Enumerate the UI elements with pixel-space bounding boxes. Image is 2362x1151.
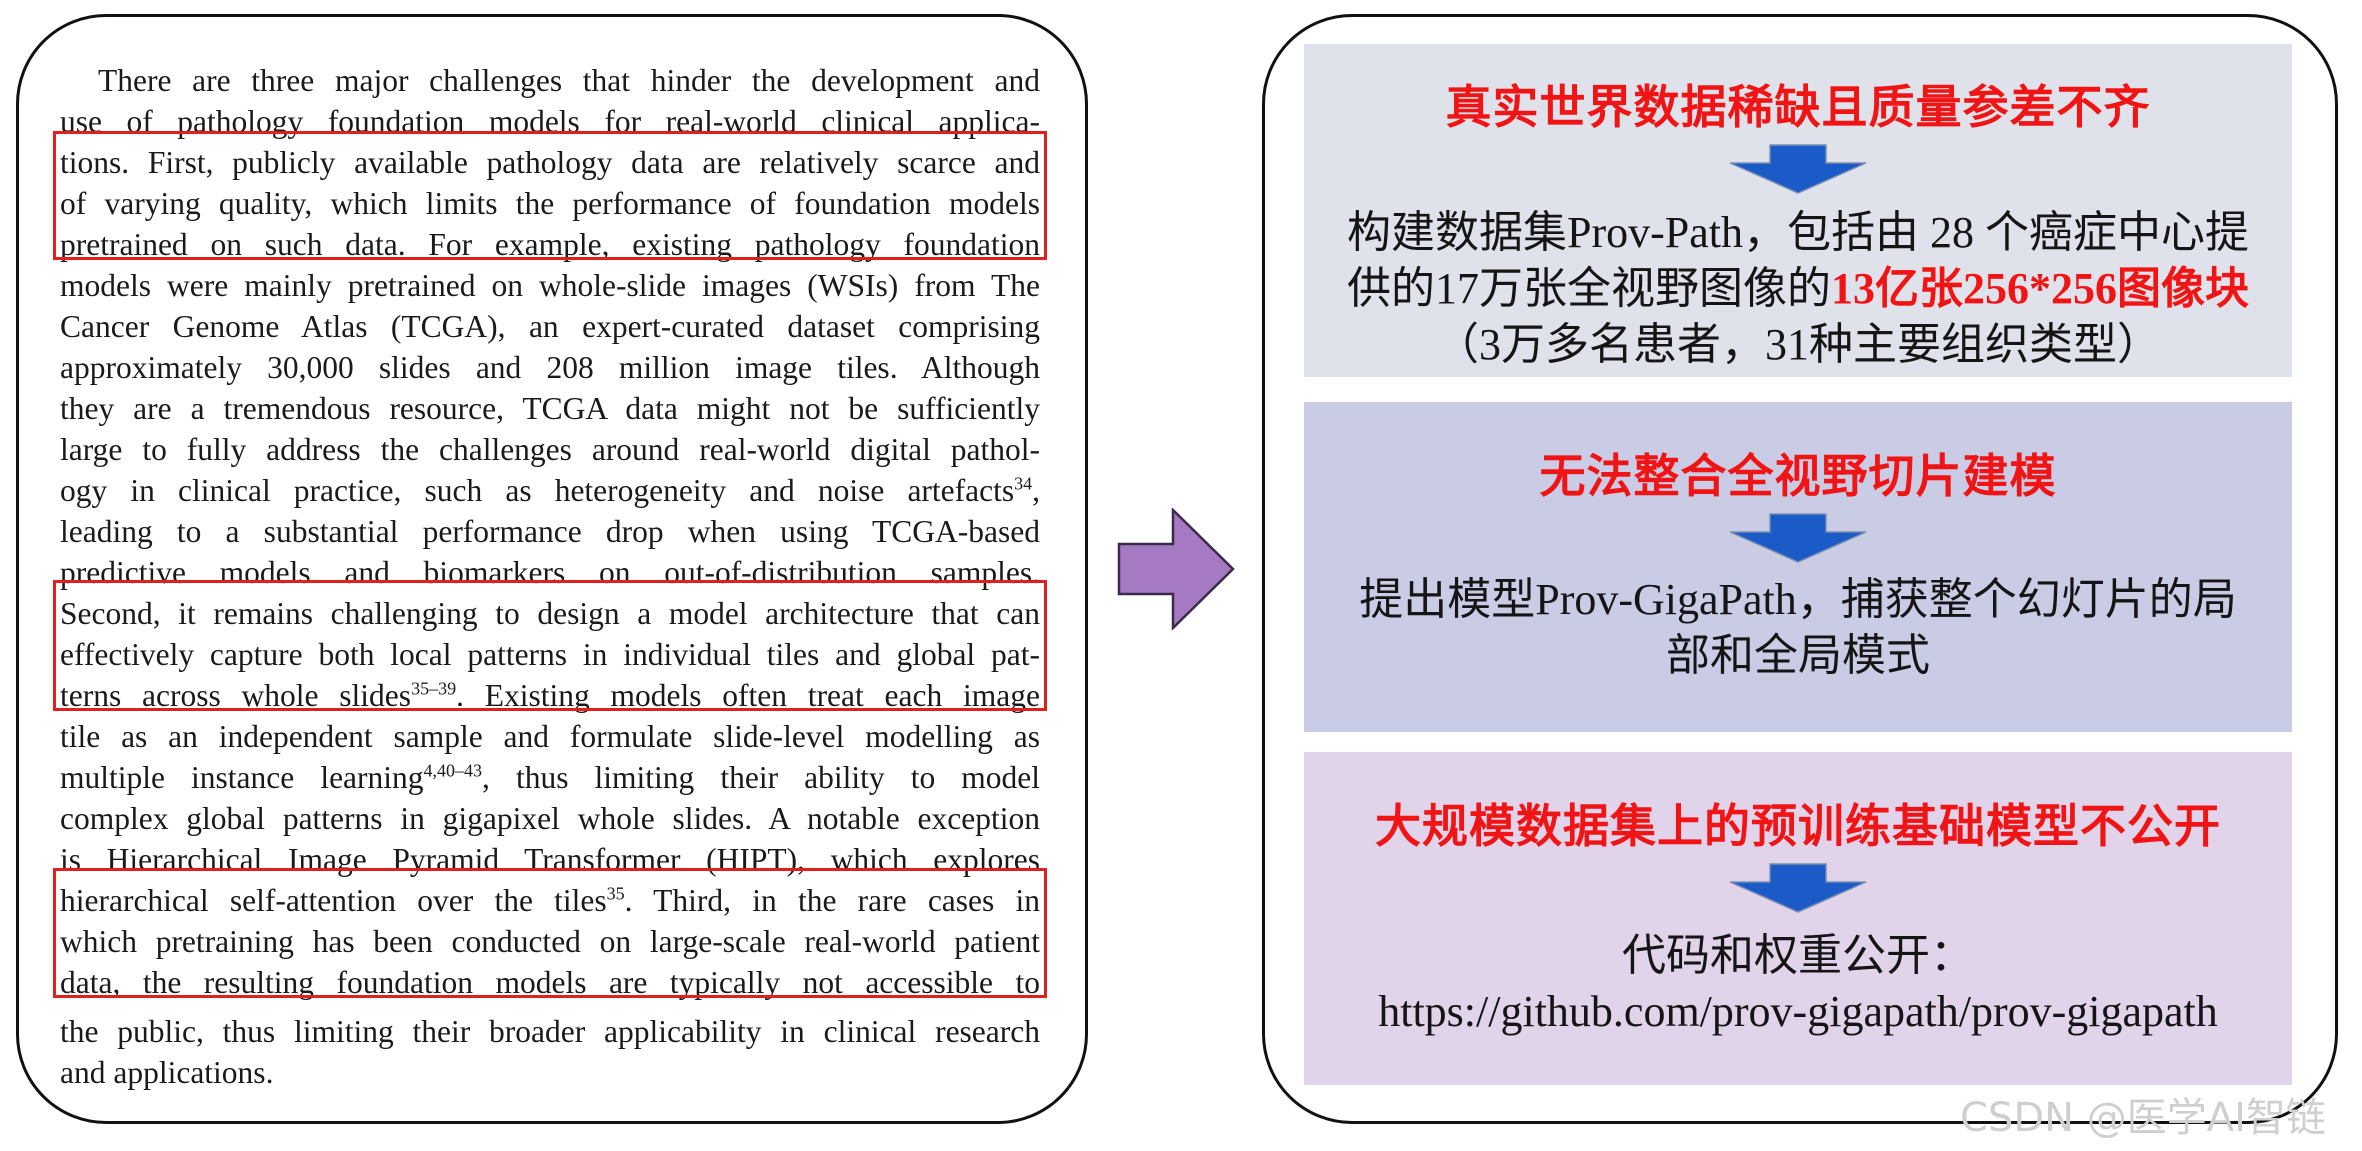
- text-line: pretrained on such data. For example, ex…: [60, 227, 1040, 262]
- text-line: models were mainly pretrained on whole-s…: [60, 268, 1040, 303]
- text-line: is Hierarchical Image Pyramid Transforme…: [60, 842, 1040, 877]
- citation-ref: 4,40–43: [423, 760, 483, 781]
- summary-panel: [1262, 14, 2338, 1124]
- text-segment: multiple instance learning: [60, 760, 424, 795]
- text-line: hierarchical self-attention over the til…: [60, 880, 1040, 921]
- text-line: tile as an independent sample and formul…: [60, 719, 1040, 754]
- text-line: of varying quality, which limits the per…: [60, 186, 1040, 221]
- challenge-box-architecture: 无法整合全视野切片建模 提出模型Prov-GigaPath，捕获整个幻灯片的局 …: [1304, 402, 2292, 732]
- solution-line: （3万多名患者，31种主要组织类型）: [1435, 320, 2161, 369]
- challenge-heading: 真实世界数据稀缺且质量参差不齐: [1445, 80, 2151, 134]
- source-text-panel: [16, 14, 1088, 1124]
- solution-line: 构建数据集Prov-Path，包括由 28 个癌症中心提: [1347, 208, 2249, 257]
- text-line: which pretraining has been conducted on …: [60, 924, 1040, 959]
- text-line: large to fully address the challenges ar…: [60, 432, 1040, 467]
- text-line: ogy in clinical practice, such as hetero…: [60, 470, 1040, 511]
- text-segment: . Existing models often treat each image: [456, 678, 1041, 713]
- solution-line: 提出模型Prov-GigaPath，捕获整个幻灯片的局: [1359, 575, 2237, 624]
- text-line: and applications.: [60, 1055, 274, 1090]
- citation-ref: 34: [1014, 473, 1033, 494]
- watermark: CSDN @医学AI智链: [1960, 1095, 2326, 1141]
- text-line: Second, it remains challenging to design…: [60, 596, 1040, 631]
- text-line: leading to a substantial performance dro…: [60, 514, 1040, 549]
- text-line: Cancer Genome Atlas (TCGA), an expert-cu…: [60, 309, 1040, 344]
- text-line: data, the resulting foundation models ar…: [60, 965, 1040, 1000]
- solution-text: 构建数据集Prov-Path，包括由 28 个癌症中心提 供的17万张全视野图像…: [1304, 205, 2292, 373]
- citation-ref: 35–39: [411, 678, 457, 699]
- text-line: the public, thus limiting their broader …: [60, 1014, 1040, 1049]
- repo-link[interactable]: https://github.com/prov-gigapath/prov-gi…: [1378, 987, 2218, 1036]
- challenge-box-data: 真实世界数据稀缺且质量参差不齐 构建数据集Prov-Path，包括由 28 个癌…: [1304, 44, 2292, 377]
- challenge-box-access: 大规模数据集上的预训练基础模型不公开 代码和权重公开： https://gith…: [1304, 752, 2292, 1085]
- solution-line: 供的17万张全视野图像的13亿张256*256图像块: [1304, 261, 2292, 317]
- highlight-box-challenge-3: [53, 868, 1047, 998]
- challenge-heading: 无法整合全视野切片建模: [1539, 449, 2057, 503]
- text-segment: terns across whole slides: [60, 678, 412, 713]
- solution-segment: 供的17万张全视野图像的: [1347, 264, 1831, 313]
- text-segment: , thus limiting their ability to model: [482, 760, 1040, 795]
- down-arrow-icon: [1729, 863, 1867, 913]
- right-arrow-icon: [1117, 508, 1235, 630]
- text-line: approximately 30,000 slides and 208 mill…: [60, 350, 1040, 385]
- highlight-box-challenge-2: [53, 580, 1047, 711]
- text-segment: ,: [1032, 473, 1040, 508]
- challenge-heading: 大规模数据集上的预训练基础模型不公开: [1375, 799, 2221, 853]
- solution-line: 部和全局模式: [1666, 631, 1930, 680]
- text-segment: ogy in clinical practice, such as hetero…: [60, 473, 1015, 508]
- text-line: effectively capture both local patterns …: [60, 637, 1040, 672]
- highlight-number: 13亿张256*256图像块: [1831, 264, 2249, 313]
- solution-line: 代码和权重公开：: [1622, 931, 1974, 980]
- highlight-box-challenge-1: [53, 131, 1047, 260]
- citation-ref: 35: [606, 883, 625, 904]
- solution-text: 代码和权重公开： https://github.com/prov-gigapat…: [1304, 928, 2292, 1040]
- solution-text: 提出模型Prov-GigaPath，捕获整个幻灯片的局 部和全局模式: [1304, 572, 2292, 684]
- text-line: they are a tremendous resource, TCGA dat…: [60, 391, 1040, 426]
- text-line: predictive models and biomarkers on out-…: [60, 555, 1040, 590]
- down-arrow-icon: [1729, 513, 1867, 563]
- text-line: complex global patterns in gigapixel who…: [60, 801, 1040, 836]
- text-segment: hierarchical self-attention over the til…: [60, 883, 607, 918]
- down-arrow-icon: [1729, 144, 1867, 194]
- text-segment: . Third, in the rare cases in: [624, 883, 1041, 918]
- text-line: multiple instance learning4,40–43, thus …: [60, 757, 1040, 798]
- text-line: There are three major challenges that hi…: [98, 63, 1040, 98]
- text-line: tions. First, publicly available patholo…: [60, 145, 1040, 180]
- text-line: terns across whole slides35–39. Existing…: [60, 675, 1040, 716]
